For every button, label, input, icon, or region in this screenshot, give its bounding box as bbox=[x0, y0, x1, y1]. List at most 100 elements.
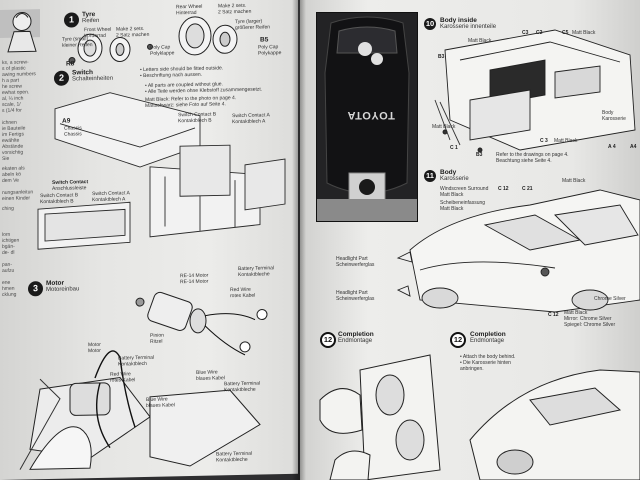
wheels-drawing bbox=[68, 16, 238, 64]
body-label: Body bbox=[602, 110, 614, 116]
step-2-title-de: Schalteinheiten bbox=[72, 75, 114, 83]
edge-line: cklung bbox=[2, 291, 17, 298]
step-12a-title: Completion bbox=[338, 331, 374, 338]
step-12a-badge: 12 bbox=[320, 332, 336, 348]
step-12b-note: • Attach the body behind. bbox=[460, 354, 516, 360]
step-3-title-de: Motoreinbau bbox=[46, 286, 80, 294]
part-c21: C 21 bbox=[522, 186, 533, 192]
rear-wheel-label-de: Hinterrad bbox=[176, 9, 197, 17]
matt-black-label-2: Matt Black bbox=[432, 124, 456, 130]
car-photo-text: TOYOTA bbox=[347, 109, 395, 121]
part-b3b: B3 bbox=[476, 152, 483, 158]
right-page: 10 Body inside Karosserie innenteile C2 … bbox=[300, 0, 640, 480]
battery-terminal3-label-de: Kontaktblech bbox=[118, 360, 147, 368]
part-c2: C2 bbox=[536, 30, 543, 36]
hand-drawing bbox=[29, 426, 92, 470]
battery-terminal2-label-de: Kontaktbleche bbox=[224, 386, 256, 394]
mirror-label: Matt Black bbox=[564, 310, 588, 316]
edge-line: dem Ve bbox=[2, 177, 19, 184]
right-page-illustrations bbox=[319, 29, 640, 480]
part-a4: A 4 bbox=[608, 144, 616, 150]
car-photo-art bbox=[317, 13, 417, 221]
step-11-title: Body bbox=[440, 169, 457, 176]
b5-sub-label-de: Polykappe bbox=[258, 50, 282, 57]
step-10-title-de: Karosserie innenteile bbox=[440, 24, 497, 30]
tyre-larger-label-de: größerer Reifen bbox=[235, 24, 271, 32]
part-a4b: A4 bbox=[630, 144, 637, 150]
part-b5: B5 bbox=[260, 36, 269, 44]
step-12b-badge: 12 bbox=[450, 332, 466, 348]
part-c12b: C 12 bbox=[548, 312, 559, 318]
edge-line: de- dl bbox=[2, 249, 15, 256]
windscreen2-label-de: Matt Black bbox=[440, 206, 464, 212]
body-inside-drawing bbox=[434, 29, 636, 153]
switch-contact-a2-label-de: Kontaktblech A bbox=[92, 196, 126, 204]
switch-contact-label-de: Anschlussleiste bbox=[52, 185, 87, 192]
step-12b-title: Completion bbox=[470, 331, 506, 338]
part-c1: C 1 bbox=[450, 145, 458, 151]
windscreen-label-de: Matt Black bbox=[440, 192, 464, 198]
re14-label-b: RE-14 Motor bbox=[180, 278, 209, 286]
poly-cap-label-de: Polyklappe bbox=[150, 50, 175, 57]
headlight-a-label-de: Scheinwerferglas bbox=[336, 262, 375, 268]
step-11-title-de: Karosserie bbox=[440, 176, 469, 182]
windscreen2-label: Scheibeneinfassung bbox=[440, 200, 486, 206]
motor-drawing bbox=[19, 291, 268, 470]
body-label-de: Karosserie bbox=[602, 116, 626, 122]
matt-black-label-4: Matt Black bbox=[468, 38, 492, 44]
motor-label-de: Motor bbox=[88, 347, 101, 355]
edge-line: s (1/4 for bbox=[2, 107, 22, 114]
step-12b-note-de: • Die Karosserie hinten bbox=[460, 360, 511, 366]
mirror2-label: Spiegel: Chrome Silver bbox=[564, 322, 616, 328]
step-10-title: Body inside bbox=[440, 17, 477, 24]
tyre-small-label-de: kleiner Reifen bbox=[62, 42, 93, 49]
part-b3: B3 bbox=[438, 54, 445, 60]
body-drawing bbox=[396, 189, 640, 313]
red-wire-label-de: rotes Kabel bbox=[230, 292, 256, 300]
step-12b-title-de: Endmontage bbox=[470, 338, 505, 344]
battery-terminal4-label-de: Kontaktbleche bbox=[216, 456, 248, 464]
windscreen-label: Windscreen Surround bbox=[440, 186, 489, 192]
matt-black-label-1: Matt Black bbox=[572, 30, 596, 36]
battery-terminal-label-de: Kontaktbleche bbox=[238, 271, 270, 279]
edge-line: ching bbox=[2, 205, 14, 212]
left-page: ks, a screw- s of plastic awing numbers … bbox=[0, 0, 298, 480]
chrome-label: Chrome Silver bbox=[594, 296, 626, 302]
part-c5: C5 bbox=[562, 30, 569, 36]
mirror-label-de: Mirror: Chrome Silver bbox=[564, 316, 612, 322]
edge-line: einen Kinder bbox=[2, 195, 31, 202]
red-wire2-label-de: rotes Kabel bbox=[110, 377, 136, 384]
part-c3: C3 bbox=[522, 30, 529, 36]
part-r8: R8 bbox=[66, 60, 75, 68]
part-a9: A9 bbox=[62, 117, 71, 125]
blue-wire-label-de: blaues Kabel bbox=[196, 375, 225, 382]
left-page-illustrations bbox=[0, 9, 286, 470]
step-11-badge: 11 bbox=[424, 170, 436, 182]
part-c3b: C 3 bbox=[540, 138, 548, 144]
completion-a-drawing bbox=[319, 354, 441, 480]
matt-black-label-3: Matt Black bbox=[554, 138, 578, 144]
step-10-badge: 10 bbox=[424, 18, 436, 30]
edge-line: Sie bbox=[2, 155, 10, 162]
refer-note-de: Beachtung siehe Seite 4. bbox=[496, 158, 552, 164]
switch-contact-b2-label-de: Kontaktblech B bbox=[40, 198, 74, 206]
step-12b-note-de-2: anbringen. bbox=[460, 366, 484, 372]
headlight-a-label: Headlight Part bbox=[336, 256, 368, 262]
step-11-matt-black: Matt Black bbox=[562, 178, 586, 184]
headlight-b-label-de: Scheinwerferglas bbox=[336, 296, 375, 302]
blue-wire2-label-de: blaues Kabel bbox=[146, 402, 175, 409]
headlight-b-label: Headlight Part bbox=[336, 290, 368, 296]
switch-contact-a-label-de: Kontaktblech A bbox=[232, 118, 266, 126]
completion-b-drawing bbox=[469, 369, 640, 480]
make-sets-label-de: 2 Satz machen bbox=[116, 31, 150, 39]
wheel-sets-label-de: 2 Satz machen bbox=[218, 8, 252, 16]
car-photo: TOYOTA bbox=[316, 12, 418, 222]
part-c12: C 12 bbox=[498, 186, 509, 192]
step-1-title-de: Reifen bbox=[82, 17, 100, 25]
mascot-figure bbox=[0, 9, 40, 53]
book-gutter bbox=[292, 0, 306, 480]
chassis-drawing bbox=[37, 92, 286, 250]
step-12a-title-de: Endmontage bbox=[338, 338, 373, 344]
chassis-label-de: Chassis bbox=[64, 131, 82, 138]
